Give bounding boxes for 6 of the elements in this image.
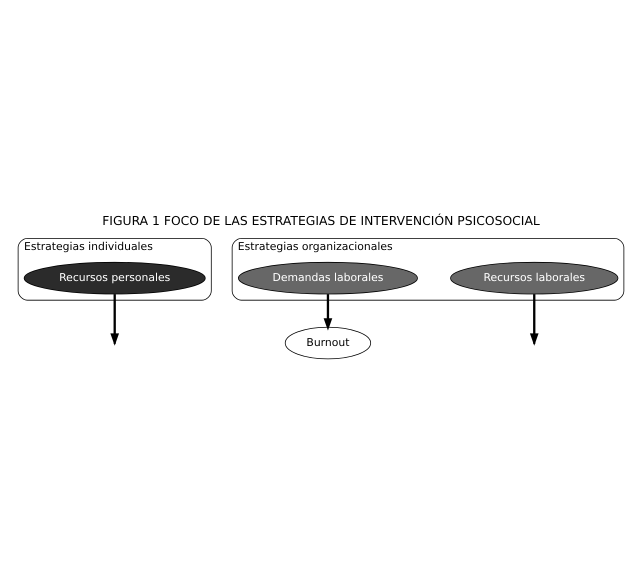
- node-ellipse: Burnout: [284, 326, 372, 360]
- node-ellipse: Recursos personales: [24, 262, 206, 294]
- diagram-title: FIGURA 1 FOCO DE LAS ESTRATEGIAS DE INTERVENCIÓN PSICOSOCIAL: [102, 214, 540, 228]
- node-ellipse: Demandas laborales: [238, 262, 418, 294]
- arrow: [324, 294, 332, 331]
- node-ellipse: Recursos laborales: [450, 262, 618, 294]
